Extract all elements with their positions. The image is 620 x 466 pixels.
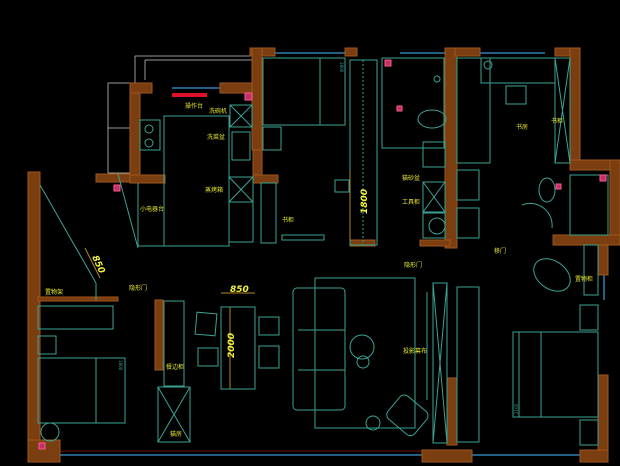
dim-diagonal-850: 850 [89, 254, 106, 275]
label-storage-shelf: 置物架 [45, 288, 63, 296]
dim-table-850: 850 [230, 285, 249, 295]
tool-cabinet [422, 181, 446, 213]
master-bed-tag: 1800 [339, 62, 344, 73]
windows [60, 52, 613, 456]
right-bed [512, 331, 599, 418]
label-projection-screen: 投影幕布 [403, 347, 427, 355]
dim-table-2000: 2000 [227, 333, 237, 358]
label-storage-cabinet: 置物柜 [575, 275, 593, 283]
label-sideboard: 餐边柜 [166, 363, 184, 371]
cat-room [157, 386, 191, 443]
bed-tags: 1800 1800 2100 [118, 62, 519, 414]
desk-chair [334, 179, 350, 193]
label-dishwasher: 洗碗机 [209, 107, 227, 115]
toilet [417, 109, 447, 129]
dining-table [220, 306, 256, 390]
toilet-2 [538, 177, 556, 203]
right-bed-tag: 2100 [514, 403, 519, 414]
label-bookcase-bedroom: 书柜 [282, 216, 294, 224]
furniture [37, 57, 609, 446]
electrical-markers [38, 59, 607, 450]
label-hidden-door-left: 隐形门 [129, 284, 147, 292]
fridge [228, 201, 254, 243]
label-litter-box: 猫砂盆 [402, 174, 420, 182]
label-tool-cabinet: 工具柜 [402, 198, 420, 206]
label-bookcase-study: 书柜 [551, 117, 563, 125]
label-small-appliance-counter: 小电器台 [140, 205, 164, 213]
label-sink: 洗菜盆 [207, 133, 225, 141]
dim-wardrobe-1800: 1800 [360, 189, 370, 214]
sideboard [163, 300, 185, 387]
basin [422, 141, 446, 168]
range-hood [172, 93, 207, 97]
label-hidden-door-right: 隐形门 [404, 261, 422, 269]
kitchen-tall-cabinet [260, 182, 277, 244]
walls [27, 47, 620, 463]
label-operation-counter: 操作台 [185, 102, 203, 110]
tv-cabinet [432, 282, 448, 444]
storage-shelf-unit [37, 305, 114, 330]
armchair [386, 394, 429, 437]
sofa [292, 287, 346, 411]
lounge-chair [533, 258, 571, 292]
cooktop [139, 119, 161, 151]
rug [314, 277, 416, 429]
washing-machine [422, 212, 446, 239]
label-study: 书房 [516, 123, 528, 131]
room-labels: 操作台 洗碗机 洗菜盆 蒸烤箱 小电器台 书柜 猫砂盆 工具柜 书房 书柜 移门… [45, 102, 593, 438]
dimensions: 1800 850 850 2000 [84, 170, 370, 389]
left-bed [37, 357, 126, 424]
dishwasher [229, 104, 253, 128]
kitchen-sink [231, 131, 251, 161]
study-bookcase [554, 57, 571, 164]
label-cat-room: 猫房 [170, 430, 182, 438]
coffee-table [349, 334, 375, 360]
master-bed [262, 57, 346, 126]
label-steam-oven: 蒸烤箱 [205, 186, 223, 194]
study-shelf [456, 57, 491, 164]
left-bed-tag: 1800 [118, 360, 123, 371]
label-sliding-door: 移门 [494, 247, 506, 255]
study-desk [480, 57, 556, 84]
